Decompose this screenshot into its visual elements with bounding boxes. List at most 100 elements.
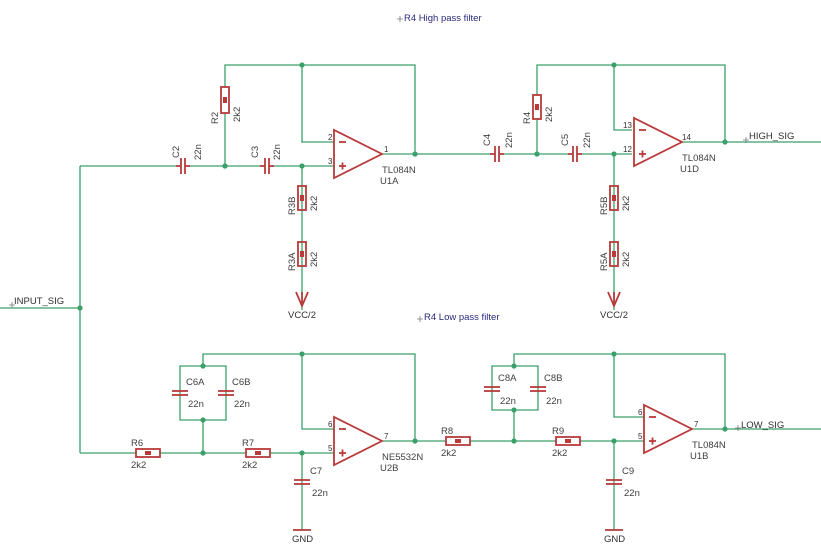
junction bbox=[200, 363, 206, 369]
ref-u1d: U1D bbox=[680, 164, 699, 175]
resistor-r3a[interactable] bbox=[297, 241, 307, 267]
ref-r2: R2 bbox=[210, 112, 221, 124]
val-c6b: 22n bbox=[234, 399, 250, 410]
capacitor-c8a[interactable] bbox=[484, 386, 500, 392]
ref-c6b: C6B bbox=[232, 377, 250, 388]
capacitor-c6a[interactable] bbox=[172, 390, 188, 396]
pin-u2b-noninv: 5 bbox=[328, 444, 333, 453]
junction bbox=[200, 417, 206, 423]
net-label-input: INPUT_SIG bbox=[14, 296, 64, 307]
net-label-vcc-1: VCC/2 bbox=[288, 310, 316, 321]
wire-u1b-inv-feedback bbox=[613, 354, 644, 418]
pin-u1d-noninv: 12 bbox=[623, 145, 632, 154]
junction bbox=[299, 163, 305, 169]
pin-u1d-out: 14 bbox=[682, 133, 691, 142]
opamp-u2b[interactable] bbox=[333, 415, 385, 467]
resistor-r2[interactable] bbox=[220, 86, 230, 114]
val-r4: 2k2 bbox=[544, 107, 555, 122]
vcc-half-symbol-1 bbox=[295, 291, 309, 309]
ref-c9: C9 bbox=[622, 466, 634, 477]
pin-u1d-inv: 13 bbox=[623, 121, 632, 130]
pin-u1b-inv: 6 bbox=[638, 408, 643, 417]
pin-u1a-inv: 2 bbox=[328, 133, 333, 142]
opamp-u1d[interactable] bbox=[633, 116, 685, 168]
wire-r4-feedback bbox=[536, 64, 726, 142]
resistor-r4[interactable] bbox=[532, 94, 542, 120]
resistor-r3b[interactable] bbox=[297, 185, 307, 211]
origin-marks bbox=[9, 16, 749, 431]
capacitor-c6b[interactable] bbox=[218, 390, 234, 396]
ref-c3: C3 bbox=[250, 146, 261, 158]
val-r7: 2k2 bbox=[242, 460, 257, 471]
junctions bbox=[77, 62, 728, 456]
val-r6: 2k2 bbox=[131, 460, 146, 471]
val-c8a: 22n bbox=[500, 396, 516, 407]
wire-c6-feedback bbox=[202, 353, 416, 441]
pin-u2b-inv: 6 bbox=[328, 420, 333, 429]
junction bbox=[299, 62, 305, 68]
capacitor-c7[interactable] bbox=[294, 479, 310, 485]
ref-r5b: R5B bbox=[599, 197, 610, 215]
opamp-u1b[interactable] bbox=[643, 403, 695, 455]
part-value-u2b: NE5532N bbox=[382, 452, 423, 463]
val-c9: 22n bbox=[624, 488, 640, 499]
junction bbox=[511, 363, 517, 369]
junction bbox=[511, 438, 517, 444]
wire-c8-feedback bbox=[513, 353, 726, 429]
ref-c8a: C8A bbox=[498, 373, 517, 384]
val-c8b: 22n bbox=[546, 396, 562, 407]
resistor-r8[interactable] bbox=[445, 436, 471, 446]
val-r5a: 2k2 bbox=[621, 252, 632, 267]
capacitor-c4[interactable] bbox=[490, 146, 504, 162]
capacitor-c2[interactable] bbox=[176, 158, 190, 174]
resistor-r9[interactable] bbox=[555, 436, 581, 446]
val-r3b: 2k2 bbox=[309, 196, 320, 211]
ref-c4: C4 bbox=[482, 134, 493, 146]
val-c3: 22n bbox=[272, 144, 283, 160]
ref-r3a: R3A bbox=[287, 252, 298, 271]
junction bbox=[611, 351, 617, 357]
resistor-r6[interactable] bbox=[135, 448, 161, 458]
ref-u1a: U1A bbox=[380, 176, 399, 187]
capacitor-c9[interactable] bbox=[606, 479, 622, 485]
pin-u2b-out: 7 bbox=[384, 432, 389, 441]
net-label-vcc-2: VCC/2 bbox=[600, 310, 628, 321]
junction bbox=[299, 450, 305, 456]
val-r2: 2k2 bbox=[232, 107, 243, 122]
resistor-r5b[interactable] bbox=[609, 185, 619, 211]
capacitor-c8b[interactable] bbox=[530, 386, 546, 392]
val-c5: 22n bbox=[582, 132, 593, 148]
net-label-high: HIGH_SIG bbox=[749, 131, 794, 142]
junction bbox=[77, 305, 83, 311]
title-high-pass-filter: R4 High pass filter bbox=[404, 13, 482, 24]
junction bbox=[534, 151, 540, 157]
resistor-r7[interactable] bbox=[245, 448, 271, 458]
ref-r5a: R5A bbox=[599, 252, 610, 271]
ref-r9: R9 bbox=[552, 426, 564, 437]
val-c4: 22n bbox=[504, 132, 515, 148]
resistor-r5a[interactable] bbox=[609, 241, 619, 267]
net-label-gnd-2: GND bbox=[604, 534, 625, 545]
part-value-u1d: TL084N bbox=[682, 153, 716, 164]
ref-c8b: C8B bbox=[544, 373, 562, 384]
val-c6a: 22n bbox=[188, 399, 204, 410]
ref-c6a: C6A bbox=[186, 377, 205, 388]
wire-u2b-inv-feedback bbox=[301, 354, 334, 430]
capacitor-c3[interactable] bbox=[260, 158, 274, 174]
junction bbox=[611, 438, 617, 444]
junction bbox=[511, 407, 517, 413]
junction bbox=[412, 438, 418, 444]
part-value-u1a: TL084N bbox=[382, 165, 416, 176]
junction bbox=[611, 62, 617, 68]
capacitor-c5[interactable] bbox=[568, 146, 582, 162]
junction bbox=[200, 450, 206, 456]
pin-u1b-out: 7 bbox=[694, 420, 699, 429]
ref-r8: R8 bbox=[441, 426, 453, 437]
pin-u1a-out: 1 bbox=[384, 145, 389, 154]
val-c7: 22n bbox=[312, 488, 328, 499]
ref-u1b: U1B bbox=[690, 451, 708, 462]
junction bbox=[412, 151, 418, 157]
wire-r2-feedback bbox=[224, 64, 416, 154]
ref-c5: C5 bbox=[560, 134, 571, 146]
opamp-u1a[interactable] bbox=[333, 128, 385, 180]
